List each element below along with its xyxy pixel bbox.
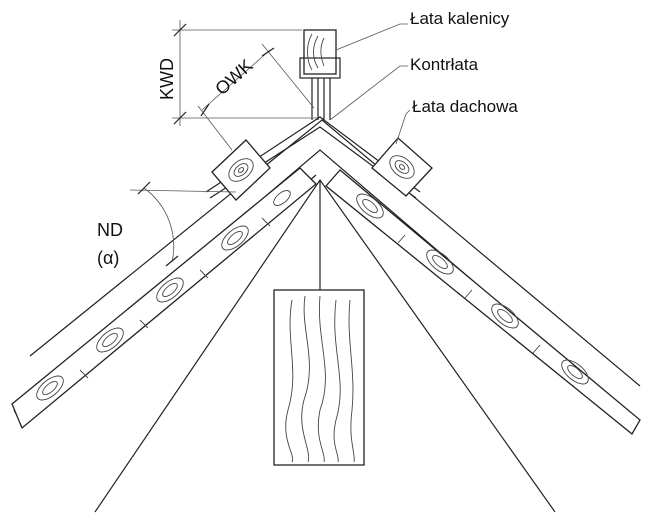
leader-lines xyxy=(329,23,411,145)
roof-batten-left xyxy=(211,139,271,201)
nd-dimension: ND (α) xyxy=(97,181,237,268)
alpha-label: (α) xyxy=(97,248,119,268)
owk-dimension: OWK xyxy=(197,43,315,151)
nd-label: ND xyxy=(97,220,123,240)
king-post xyxy=(273,289,365,466)
roof-batten-right xyxy=(371,137,433,197)
owk-label: OWK xyxy=(211,55,256,99)
kwd-dimension: KWD xyxy=(157,20,318,126)
ridge-batten xyxy=(299,29,341,79)
left-slope-boards xyxy=(11,167,317,430)
right-slope-boards xyxy=(325,169,641,435)
kwd-label: KWD xyxy=(157,58,177,100)
ridge-batten-label: Łata kalenicy xyxy=(410,9,510,28)
ridge-support xyxy=(311,78,331,120)
roof-batten-label: Łata dachowa xyxy=(412,97,518,116)
counter-batten-label: Kontrłata xyxy=(410,55,479,74)
